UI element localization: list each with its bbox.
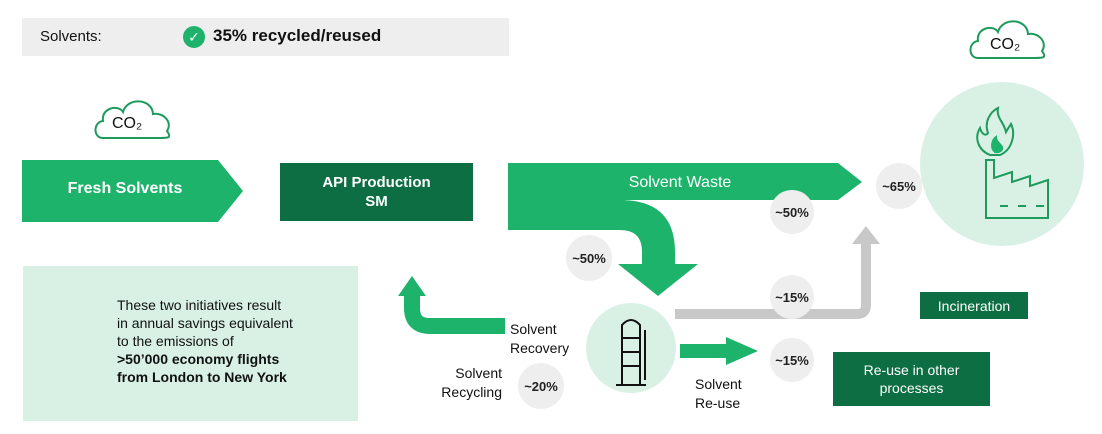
pct-waste-incineration: ~50%: [770, 190, 814, 234]
recycling-arrow: [404, 292, 505, 334]
info-line1: These two initiatives result: [117, 297, 282, 313]
reuse-line2: Re-use: [695, 395, 741, 411]
waste-down-arrowhead: [618, 264, 698, 296]
recovery-to-incineration-arrow: [675, 242, 871, 319]
recovery-line1: Solvent: [510, 321, 557, 337]
cloud-icon-left: [94, 100, 171, 139]
info-bold2: from London to New York: [117, 369, 287, 385]
solvent-recovery-label: Solvent Recovery: [510, 320, 569, 358]
co2-label-left: CO₂: [112, 115, 143, 132]
banner-label: Solvents:: [40, 28, 102, 45]
api-production-box: API Production SM: [280, 163, 473, 221]
reuse-arrowhead: [726, 337, 758, 365]
solvent-waste-arrow: [508, 163, 862, 204]
recovery-circle: [586, 303, 676, 393]
api-production-line2: SM: [365, 193, 388, 210]
reuse-arrow: [680, 344, 728, 358]
reuse-other-processes-box: Re-use in other processes: [833, 352, 990, 406]
reuse-line1: Solvent: [695, 376, 742, 392]
flame-icon: [976, 106, 1015, 156]
info-line3: to the emissions of: [117, 333, 234, 349]
factory-icon: [920, 82, 1084, 246]
pct-recycling: ~20%: [518, 363, 564, 409]
check-icon: ✓: [183, 26, 205, 48]
info-bold1: >50’000 economy flights: [117, 351, 280, 367]
cloud-icon-right: [969, 20, 1046, 59]
fresh-solvents-arrow: [22, 160, 243, 222]
reuse-other-line1: Re-use in other: [863, 362, 960, 378]
waste-to-recovery-branch: [508, 200, 675, 264]
recovery-line2: Recovery: [510, 340, 570, 356]
reuse-other-line2: processes: [879, 380, 944, 396]
pct-recovery-incineration: ~15%: [770, 275, 814, 319]
info-text: These two initiatives result in annual s…: [117, 296, 352, 386]
info-line2: in annual savings equivalent: [117, 315, 293, 331]
distillation-column-icon: [616, 319, 646, 386]
recycling-line1: Solvent: [455, 365, 502, 381]
info-panel: [23, 266, 358, 421]
recycling-line2: Recycling: [441, 384, 502, 400]
api-production-line1: API Production: [322, 174, 431, 191]
grey-arrowhead: [852, 226, 880, 244]
pct-reuse: ~15%: [770, 338, 814, 382]
summary-banner: [22, 18, 509, 56]
solvent-reuse-label: Solvent Re-use: [695, 375, 742, 413]
solvent-recycling-label: Solvent Recycling: [428, 364, 502, 402]
pct-waste-recovery: ~50%: [566, 235, 612, 281]
fresh-solvents-label: Fresh Solvents: [67, 180, 183, 197]
co2-label-right: CO₂: [990, 36, 1021, 53]
banner-value: 35% recycled/reused: [213, 26, 382, 45]
pct-incineration-total: ~65%: [876, 163, 922, 209]
incineration-box: Incineration: [920, 292, 1028, 319]
solvent-waste-label: Solvent Waste: [628, 174, 732, 191]
recycling-arrowhead: [398, 276, 426, 296]
